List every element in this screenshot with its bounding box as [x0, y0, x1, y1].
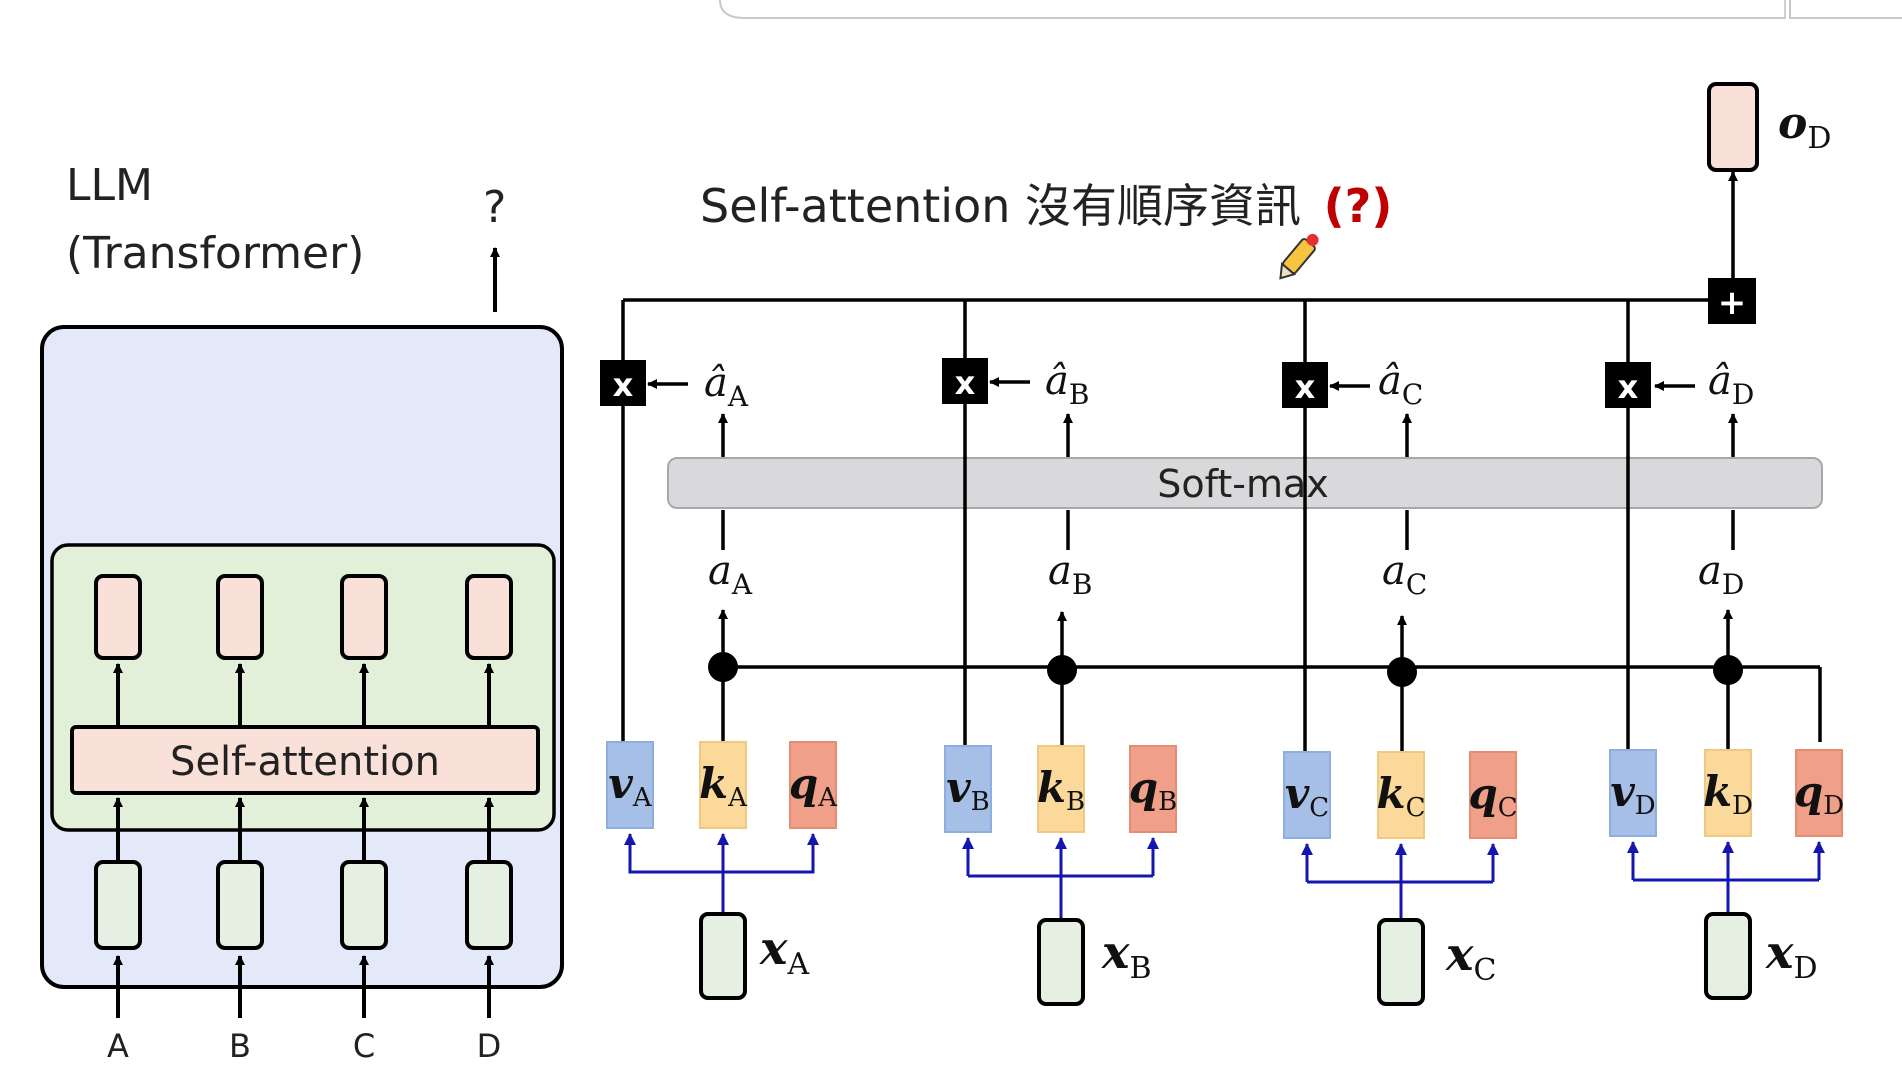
v-label-d: vD [1610, 767, 1655, 821]
vkq-labels: vA kA qA vB kB qB vC kC qC vD kD qD [608, 759, 1844, 823]
output-question-mark: ? [483, 182, 506, 233]
x-box-c [1377, 918, 1425, 1006]
ahat-labels: âA âB âC âD [704, 358, 1754, 413]
transformer-title: (Transformer) [66, 228, 364, 279]
input-box [216, 860, 264, 950]
q-box-a [789, 741, 837, 829]
vkq-boxes [606, 741, 1843, 839]
left-input-labels: A B C D [107, 1027, 501, 1065]
k-label-b: kB [1037, 763, 1085, 817]
left-output-boxes [94, 574, 513, 660]
a-b: aB [1048, 548, 1092, 601]
k-label-a: kA [699, 759, 748, 813]
v-box-d [1609, 749, 1657, 837]
q-box-c [1469, 751, 1517, 839]
k-box-a [699, 741, 747, 829]
headline-text: Self-attention 沒有順序資訊 [700, 179, 1301, 233]
v-box-b [944, 745, 992, 833]
input-box [465, 860, 513, 950]
self-attention-bar [70, 725, 540, 795]
q-box-b [1129, 745, 1177, 833]
softmax-label: Soft-max [1157, 462, 1328, 506]
svg-text:x: x [1618, 368, 1639, 406]
a-c: aC [1382, 548, 1427, 601]
llm-title: LLM [66, 160, 153, 211]
x-input-boxes [699, 912, 1752, 1006]
input-box [94, 860, 142, 950]
v-label-c: vC [1285, 769, 1329, 823]
v-box-c [1283, 751, 1331, 839]
ahat-a: âA [704, 360, 749, 413]
output-o-label: oD [1778, 98, 1831, 156]
x-label-d: xD [1765, 925, 1818, 986]
v-box-a [606, 741, 654, 829]
q-label-a: qA [789, 759, 838, 813]
svg-text:x: x [955, 364, 976, 402]
q-label-b: qB [1129, 763, 1177, 817]
a-d: aD [1698, 548, 1744, 601]
score-arrows [647, 377, 1738, 660]
x-label-b: xB [1101, 925, 1151, 986]
ahat-b: âB [1045, 358, 1089, 411]
multiply-box-d: x [1605, 362, 1651, 408]
input-label-c: C [353, 1027, 375, 1065]
input-label-b: B [229, 1027, 251, 1065]
browser-address-bar[interactable] [719, 0, 1902, 19]
left-input-boxes [94, 860, 513, 950]
projection-links [624, 833, 1825, 918]
output-box [340, 574, 388, 660]
multiply-box-b: x [942, 358, 988, 404]
x-label-a: xA [759, 921, 809, 982]
svg-text:+: + [1718, 283, 1747, 323]
sum-box: + [1708, 278, 1756, 324]
svg-text:x: x [613, 366, 634, 404]
output-o-box [1707, 82, 1759, 172]
svg-text:x: x [1295, 368, 1316, 406]
junction-dots [708, 652, 1743, 687]
x-box-a [699, 912, 747, 1000]
q-label-d: qD [1794, 767, 1844, 821]
left-arrows [113, 663, 494, 1018]
headline: Self-attention 沒有順序資訊 (?) [700, 179, 1392, 233]
k-box-d [1704, 749, 1752, 837]
ahat-c: âC [1378, 358, 1423, 411]
self-attention-label: Self-attention [170, 739, 440, 785]
x-input-labels: xA xB xC xD [759, 921, 1818, 988]
ahat-d: âD [1708, 358, 1754, 411]
v-lines-over-softmax [963, 456, 1630, 510]
input-label-a: A [107, 1027, 129, 1065]
softmax-bar [667, 457, 1823, 509]
output-box [216, 574, 264, 660]
v-label-b: vB [946, 763, 990, 817]
multiply-box-c: x [1282, 362, 1328, 408]
k-box-c [1377, 751, 1425, 839]
v-label-a: vA [608, 759, 652, 813]
x-box-d [1704, 912, 1752, 1000]
k-box-b [1037, 745, 1085, 833]
pencil-cursor-icon [1279, 233, 1319, 280]
a-labels: aA aB aC aD [708, 548, 1744, 601]
q-box-d [1795, 749, 1843, 837]
multiply-box-a: x [600, 360, 646, 406]
k-label-d: kD [1703, 767, 1753, 821]
output-box [465, 574, 513, 660]
q-label-c: qC [1468, 769, 1517, 823]
a-a: aA [708, 548, 753, 601]
x-box-b [1037, 918, 1085, 1006]
input-box [340, 860, 388, 950]
k-label-c: kC [1376, 769, 1425, 823]
headline-note: (?) [1324, 179, 1393, 233]
output-box [94, 574, 142, 660]
x-label-c: xC [1445, 927, 1496, 988]
multiply-boxes: x x x x [600, 358, 1651, 408]
input-label-d: D [477, 1027, 502, 1065]
